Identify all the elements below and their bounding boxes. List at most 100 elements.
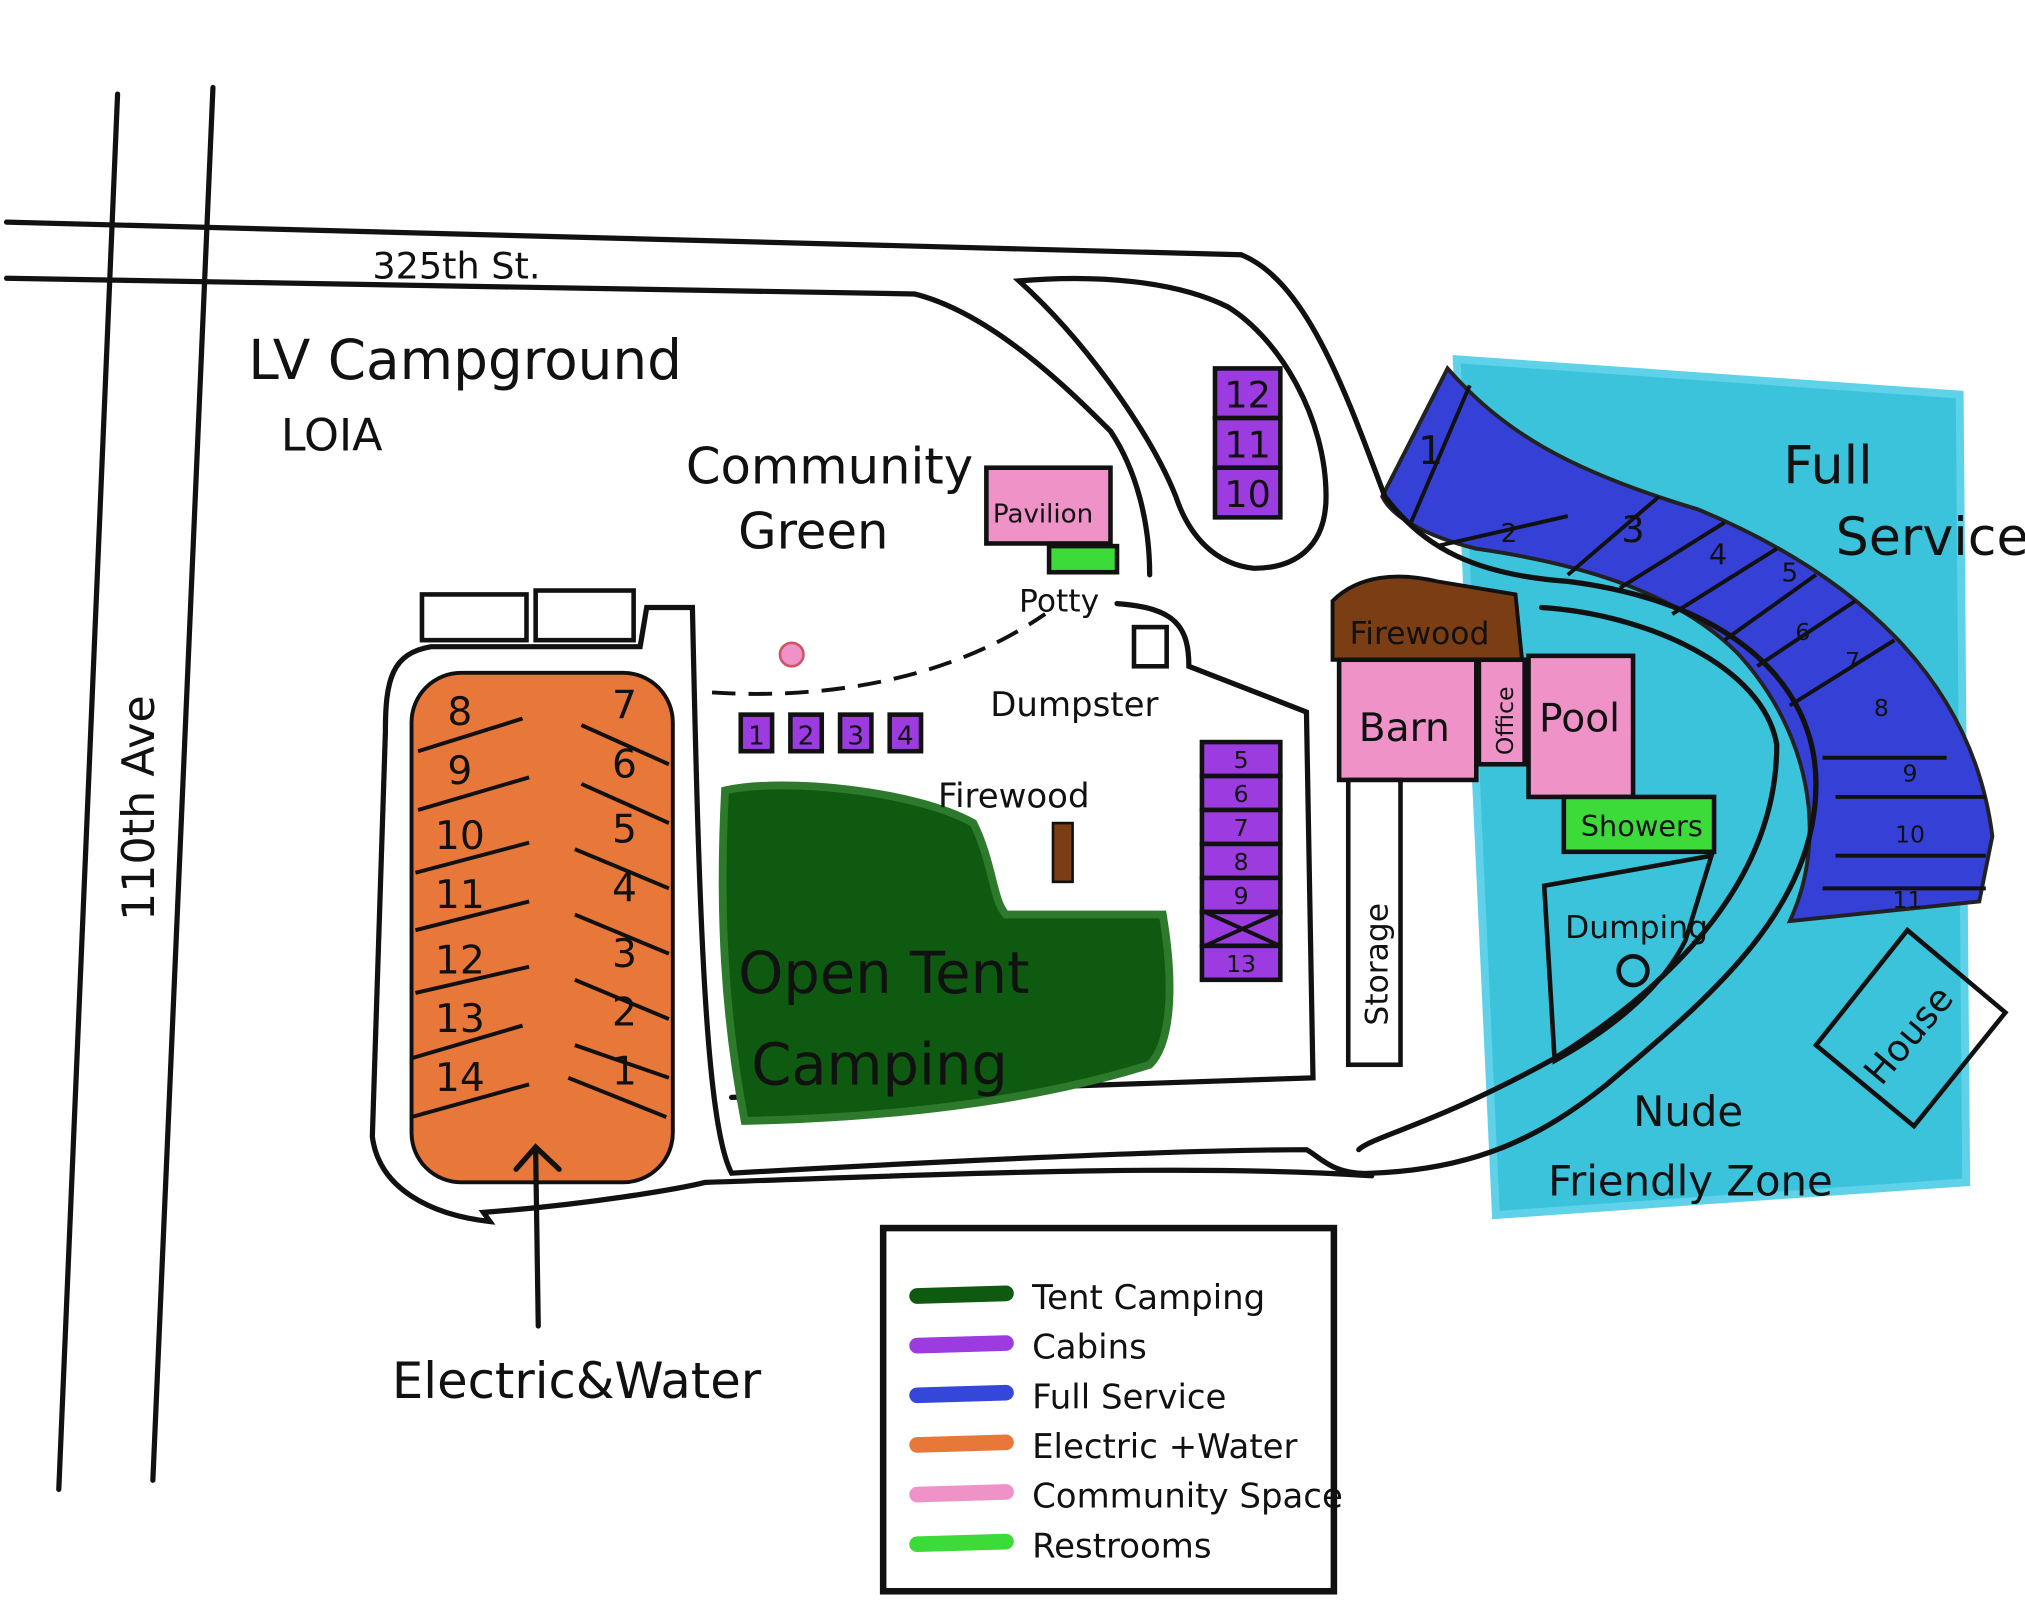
legend-swatch [909,1484,1014,1503]
legend-swatch [909,1533,1014,1553]
cabin-number: 8 [1234,848,1249,876]
cabin [1199,807,1283,847]
potty-label: Potty [1019,583,1099,619]
full-service-label: Service [1836,508,2025,568]
dumpster-label: Dumpster [990,685,1158,725]
cabin [788,712,825,754]
community-marker [778,641,805,668]
street-325th: 325th St. [372,244,540,287]
dump-station-icon [1616,954,1650,988]
nude-zone-label: Nude [1633,1087,1743,1136]
showers [1561,794,1717,855]
full-service-site-number: 5 [1782,558,1799,588]
legend-label: Tent Camping [1031,1278,1265,1318]
electric-water-label: Electric&Water [392,1352,762,1410]
pool [1526,653,1636,800]
pavilion [984,465,1113,546]
office-label: Office [1491,687,1519,756]
firewood-barn-label: Firewood [1350,616,1490,652]
cabin [1199,943,1283,983]
cabin [1212,415,1283,470]
electric-site-number: 10 [435,814,485,859]
cabin [1212,465,1283,520]
cabin [837,712,874,754]
full-service-site-number: 6 [1795,618,1810,646]
parking-spot [533,588,636,643]
full-service-site-number: 10 [1895,821,1925,849]
roads [3,84,1819,1492]
electric-site-number: 2 [612,991,637,1036]
cabin-number: 4 [897,722,914,752]
firewood-shed-barn [1330,574,1525,662]
full-service-site-number: 4 [1709,537,1727,571]
cabin [738,712,775,754]
cabin-number: 12 [1224,374,1271,417]
legend-swatch [909,1384,1014,1404]
street-110th: 110th Ave [114,695,165,921]
full-service-site-number: 1 [1418,429,1443,474]
cabin-number: 5 [1234,746,1249,774]
cabin-number: 2 [798,722,815,752]
cabin-number: 1 [748,722,765,752]
cabin [887,712,924,754]
legend-label: Electric +Water [1032,1427,1297,1467]
community-green-label: Green [738,503,888,561]
legend-label: Restrooms [1032,1526,1211,1566]
full-service-site-number: 7 [1845,647,1860,675]
pool-label: Pool [1539,697,1620,742]
open-tent-camping-area [718,781,1174,1125]
barn-label: Barn [1359,706,1450,751]
house [1812,926,2009,1130]
full-service-label: Full [1783,436,1872,496]
legend-label: Community Space [1032,1477,1343,1517]
cabin-number: 9 [1234,882,1249,910]
legend-swatch [909,1335,1014,1354]
firewood-label: Firewood [938,776,1089,816]
full-service-site-number: 8 [1874,694,1889,722]
legend-swatch [909,1434,1014,1453]
cabin-number: 11 [1224,423,1271,466]
full-service-site-number: 9 [1903,759,1918,787]
legend-swatch [909,1285,1014,1304]
cabin-number: 13 [1226,950,1256,978]
legend-label: Full Service [1032,1377,1226,1417]
nude-zone-label: Friendly Zone [1548,1156,1833,1205]
parking-spot [419,592,529,643]
map-title: LV Campground [248,328,682,392]
cabin [1212,366,1283,421]
electric-site-number: 3 [612,932,637,977]
dumping-area [1541,852,1715,1065]
dumping-label: Dumping [1565,910,1708,946]
electric-site-number: 14 [435,1056,485,1101]
potty [1046,543,1120,575]
full-service-site-number: 3 [1621,508,1644,551]
full-service-dividers [1409,384,1986,891]
electric-site-number: 12 [435,938,485,983]
full-service-area [1380,364,1995,924]
map-subtitle: LOIA [281,411,383,462]
nude-friendly-zone [1452,355,1971,1220]
pavilion-label: Pavilion [993,500,1093,530]
full-service-site-number: 11 [1892,886,1922,914]
storage-label: Storage [1359,903,1395,1026]
firewood-pile-icon [1051,821,1074,884]
cabin-number: 3 [847,722,864,752]
electric-site-number: 1 [612,1049,637,1094]
full-service-site-number: 2 [1501,519,1518,549]
electric-site-number: 5 [612,808,637,853]
electric-site-number: 11 [435,873,485,918]
cabin-number: 6 [1234,780,1249,808]
open-tent-label: Camping [751,1031,1008,1098]
office [1476,657,1527,767]
cabins-row: 1 2 3 4 [738,712,924,754]
dumpster [1131,624,1169,669]
electric-site-number: 9 [447,749,472,794]
electric-site-number: 6 [612,742,637,787]
cabin-number-crossed: X [1241,937,1242,939]
storage [1345,777,1403,1068]
